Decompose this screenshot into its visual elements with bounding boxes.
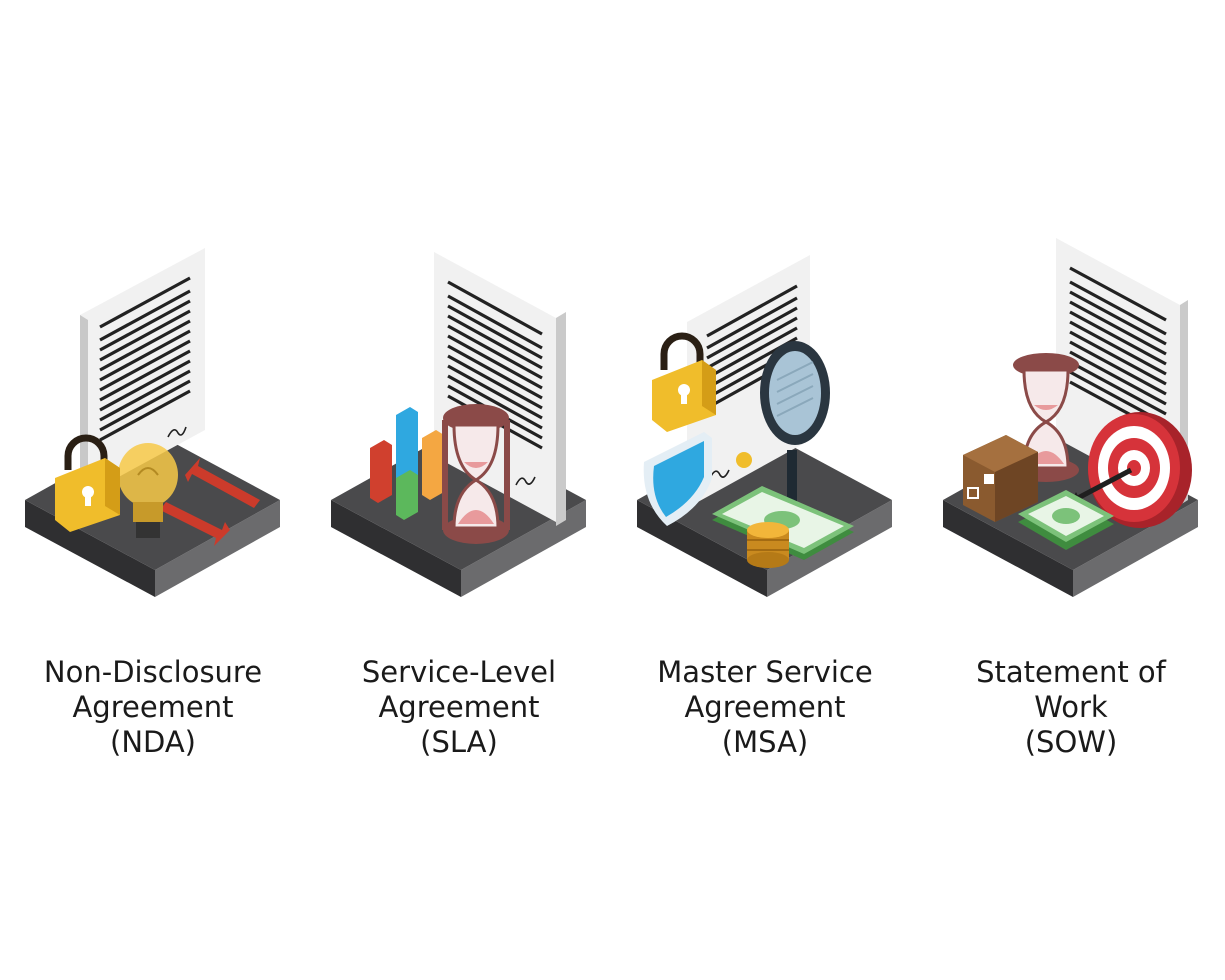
sow-title-line1: Statement of <box>976 655 1166 689</box>
coins-icon <box>747 522 789 568</box>
nda-illustration <box>25 248 280 597</box>
msa-illustration <box>637 255 892 597</box>
nda-title-line2: Agreement <box>72 690 234 724</box>
lightbulb-icon <box>118 443 178 538</box>
document-icon <box>80 248 205 502</box>
sow-illustration <box>943 238 1198 597</box>
msa-card: Master Service Agreement (MSA) <box>612 230 918 790</box>
sow-title: Statement of Work (SOW) <box>918 655 1224 760</box>
sow-title-line3: (SOW) <box>1024 725 1118 759</box>
msa-title: Master Service Agreement (MSA) <box>612 655 918 760</box>
msa-title-line1: Master Service <box>657 655 873 689</box>
magnifier-icon <box>760 341 830 505</box>
sow-card: Statement of Work (SOW) <box>918 230 1224 790</box>
sla-card: Service-Level Agreement (SLA) <box>306 230 612 790</box>
arrows-icon <box>160 458 260 546</box>
padlock-icon <box>652 332 716 432</box>
target-icon <box>1070 412 1192 528</box>
bar-chart-icon <box>370 407 444 520</box>
sow-title-line2: Work <box>1034 690 1108 724</box>
nda-card: Non-Disclosure Agreement (NDA) <box>0 230 306 790</box>
shield-icon <box>643 432 712 526</box>
sla-title-line1: Service-Level <box>361 655 557 689</box>
sla-title: Service-Level Agreement (SLA) <box>306 655 612 760</box>
msa-title-line2: Agreement <box>684 690 846 724</box>
hourglass-icon <box>442 404 510 544</box>
money-icon <box>1018 490 1114 550</box>
sla-illustration <box>331 252 586 597</box>
padlock-icon <box>55 434 120 532</box>
nda-title-line3: (NDA) <box>110 725 196 759</box>
box-icon <box>963 435 1038 522</box>
sla-title-line2: Agreement <box>378 690 540 724</box>
sla-title-line3: (SLA) <box>420 725 498 759</box>
msa-title-line3: (MSA) <box>721 725 809 759</box>
nda-title: Non-Disclosure Agreement (NDA) <box>0 655 306 760</box>
document-icon <box>687 255 810 508</box>
nda-title-line1: Non-Disclosure <box>43 655 263 689</box>
